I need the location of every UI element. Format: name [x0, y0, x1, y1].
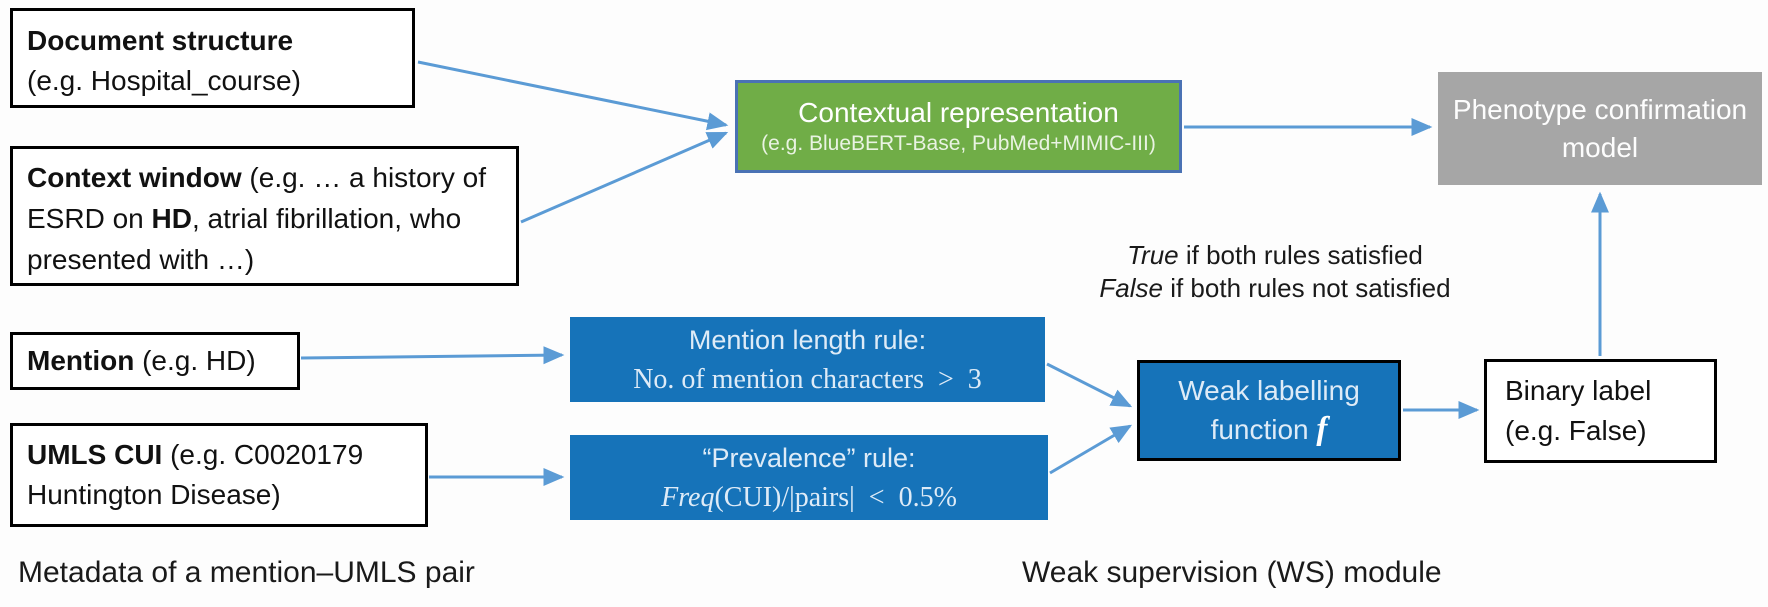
- umls-cui-box: UMLS CUI (e.g. C0020179 Huntington Disea…: [10, 423, 428, 527]
- binary-label-box: Binary label (e.g. False): [1484, 359, 1717, 463]
- prevalence-rule-title: “Prevalence” rule:: [702, 442, 916, 473]
- weak-labelling-box: Weak labelling function f: [1137, 360, 1401, 461]
- prevalence-rule-formula: Freq(CUI)/|pairs| < 0.5%: [570, 478, 1048, 517]
- document-structure-label: Document structure: [27, 25, 294, 56]
- arrow-context-to-representation: [520, 131, 729, 224]
- weak-labelling-annotation: True if both rules satisfied False if bo…: [1055, 239, 1495, 305]
- arrow-prevalence-rule-to-weak-labelling: [1049, 424, 1133, 475]
- binary-label-line1: Binary label: [1505, 375, 1652, 406]
- contextual-representation-title: Contextual representation: [798, 96, 1119, 128]
- contextual-representation-subtitle: (e.g. BlueBERT-Base, PubMed+MIMIC-III): [761, 131, 1156, 155]
- mention-length-rule-box: Mention length rule: No. of mention char…: [570, 317, 1045, 402]
- context-window-box: Context window (e.g. … a history of ESRD…: [10, 146, 519, 286]
- annotation-false-rest: if both rules not satisfied: [1162, 273, 1451, 303]
- mention-label: Mention: [27, 345, 135, 376]
- prevalence-rule-box: “Prevalence” rule: Freq(CUI)/|pairs| < 0…: [570, 435, 1048, 520]
- contextual-representation-box: Contextual representation (e.g. BlueBERT…: [735, 80, 1182, 173]
- context-window-text: (e.g. … a history of ESRD on: [27, 162, 486, 234]
- prevalence-formula-func: Freq: [661, 481, 715, 513]
- phenotype-model-title: Phenotype confirmation model: [1452, 93, 1748, 163]
- context-window-emphasis: HD: [151, 203, 192, 234]
- umls-cui-label: UMLS CUI: [27, 439, 163, 470]
- document-structure-example: (e.g. Hospital_course): [27, 65, 301, 96]
- annotation-false-word: False: [1099, 273, 1163, 303]
- umls-cui-example: (e.g. C0020179 Huntington Disease): [27, 439, 364, 510]
- phenotype-model-box: Phenotype confirmation model: [1438, 72, 1762, 185]
- mention-length-rule-title: Mention length rule:: [688, 324, 927, 355]
- weak-labelling-f-symbol: f: [1316, 411, 1328, 447]
- document-structure-box: Document structure (e.g. Hospital_course…: [10, 8, 415, 108]
- annotation-true-word: True: [1127, 240, 1179, 270]
- weak-labelling-function-word: function: [1210, 414, 1317, 445]
- mention-box: Mention (e.g. HD): [10, 332, 300, 390]
- weak-labelling-line1: Weak labelling: [1178, 375, 1360, 406]
- annotation-true-line: True if both rules satisfied: [1055, 239, 1495, 272]
- arrow-mention-to-length-rule: [300, 346, 565, 365]
- binary-label-line2: (e.g. False): [1505, 415, 1647, 446]
- prevalence-formula-rest: (CUI)/|pairs| < 0.5%: [714, 481, 957, 513]
- mention-length-rule-formula: No. of mention characters > 3: [633, 363, 982, 395]
- weak-labelling-line2: function f: [1140, 410, 1398, 449]
- mention-example: (e.g. HD): [134, 345, 256, 376]
- context-window-label: Context window: [27, 162, 242, 193]
- caption-metadata-section: Metadata of a mention–UMLS pair: [18, 556, 475, 589]
- annotation-true-rest: if both rules satisfied: [1178, 240, 1423, 270]
- annotation-false-line: False if both rules not satisfied: [1055, 272, 1495, 305]
- context-window-text-end: , atrial fibrillation, who presented wit…: [27, 203, 462, 275]
- arrow-length-rule-to-weak-labelling: [1046, 362, 1133, 408]
- caption-ws-module: Weak supervision (WS) module: [1022, 556, 1442, 589]
- arrow-document-to-representation: [417, 60, 729, 131]
